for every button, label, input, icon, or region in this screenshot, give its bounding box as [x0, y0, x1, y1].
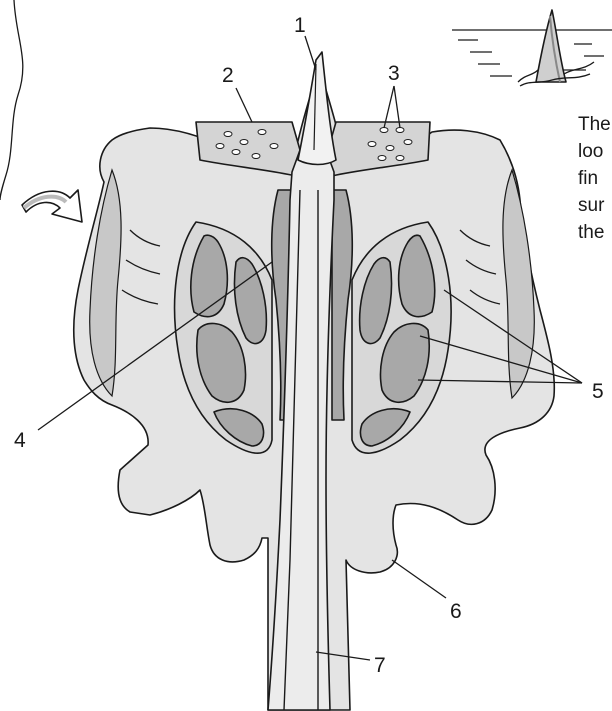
caption-line-1: The [578, 114, 611, 135]
label-2: 2 [222, 64, 234, 87]
label-3: 3 [388, 62, 400, 85]
label-6: 6 [450, 600, 462, 623]
shark-fin-inset-icon [452, 10, 612, 86]
caption-line-5: the [578, 222, 604, 243]
label-7: 7 [374, 654, 386, 677]
label-5: 5 [592, 380, 604, 403]
label-4: 4 [14, 429, 26, 452]
curved-arrow-icon [22, 190, 82, 222]
caption-line-4: sur [578, 195, 605, 216]
label-1: 1 [294, 14, 306, 37]
caption-line-3: fin [578, 168, 598, 189]
caption-text: The loo fin sur the [578, 114, 611, 243]
caption-line-2: loo [578, 141, 603, 162]
brace-line [0, 0, 23, 200]
